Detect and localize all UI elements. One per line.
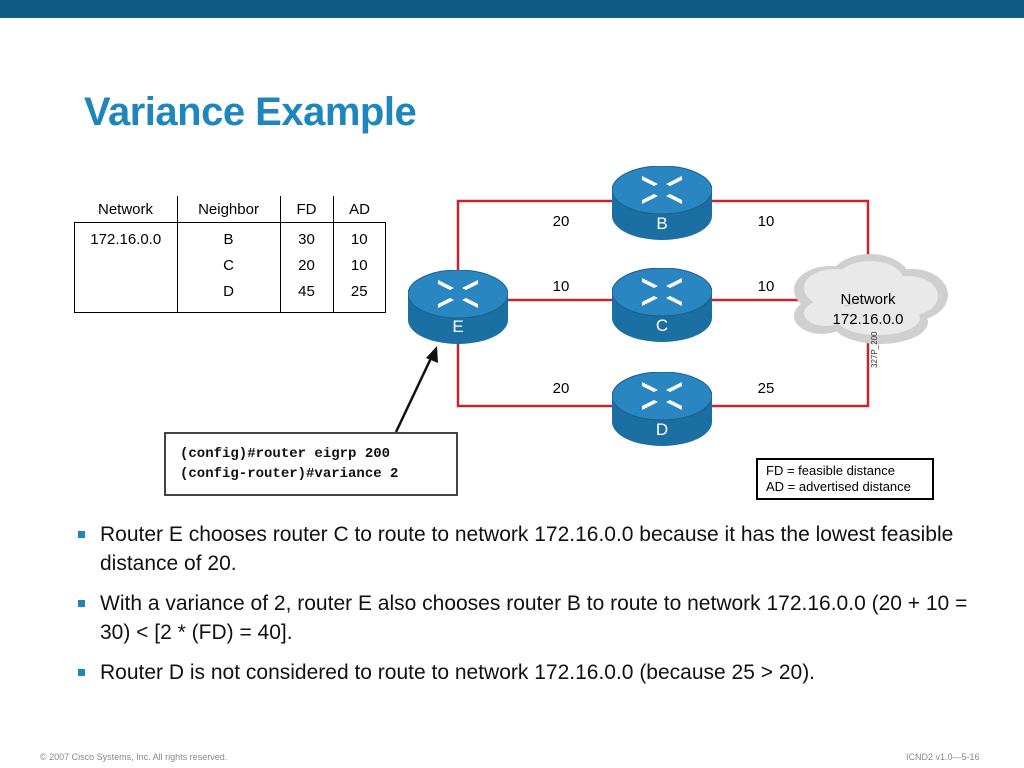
neighbor-b: B [223, 231, 234, 248]
config-line-1: (config)#router eigrp 200 [180, 446, 391, 462]
metric-d-net: 25 [758, 380, 775, 397]
bullet-3: Router D is not considered to route to n… [76, 658, 996, 687]
config-line-2: (config-router)#variance 2 [180, 466, 399, 482]
cell-fd: 30 20 45 [279, 222, 333, 313]
metric-e-d: 20 [553, 380, 570, 397]
router-c-label: C [656, 316, 668, 335]
cell-ad: 10 10 25 [332, 222, 386, 313]
header-fd: FD [279, 196, 333, 223]
fd-c: 20 [298, 257, 315, 274]
header-network: Network [97, 200, 153, 218]
header-ad: AD [332, 196, 386, 223]
fd-d: 45 [298, 283, 315, 300]
network-diagram: Network 172.16.0.0 E B C D 20 10 20 10 1… [394, 166, 948, 447]
neighbor-c: C [223, 257, 234, 274]
copyright: © 2007 Cisco Systems, Inc. All rights re… [40, 752, 228, 762]
bullet-1: Router E chooses router C to route to ne… [76, 520, 996, 578]
config-arrow [394, 346, 438, 433]
router-b-label: B [656, 214, 667, 233]
figure-code: 327P_200 [870, 331, 879, 368]
fd-b: 30 [298, 231, 315, 248]
network-cloud: Network 172.16.0.0 [794, 254, 948, 344]
metric-e-b: 20 [553, 213, 570, 230]
router-c-icon: C [612, 268, 712, 343]
slide-title: Variance Example [84, 90, 417, 134]
table-row: 172.16.0.0 B C D 30 20 45 10 10 25 [74, 222, 386, 313]
legend-ad: AD = advertised distance [766, 479, 911, 494]
slide-number: ICND2 v1.0—5-16 [906, 752, 980, 762]
legend: FD = feasible distance AD = advertised d… [756, 458, 934, 500]
metric-c-net: 10 [758, 278, 775, 295]
router-b-icon: B [612, 166, 712, 241]
router-e-label: E [452, 317, 463, 336]
legend-fd: FD = feasible distance [766, 463, 895, 478]
config-box: (config)#router eigrp 200 (config-router… [164, 432, 458, 496]
cell-neighbors: B C D [176, 222, 280, 313]
cell-network: 172.16.0.0 [74, 222, 177, 313]
cloud-label-1: Network [840, 291, 896, 308]
bullet-list: Router E chooses router C to route to ne… [76, 520, 996, 698]
routing-table: Network Neighbor FD AD 172.16.0.0 B C D … [74, 196, 386, 313]
cloud-label-2: 172.16.0.0 [833, 311, 904, 328]
header-neighbor: Neighbor [176, 196, 280, 223]
bullet-2: With a variance of 2, router E also choo… [76, 589, 996, 647]
router-d-icon: D [612, 372, 712, 447]
metric-e-c: 10 [553, 278, 570, 295]
router-d-label: D [656, 420, 668, 439]
top-bar [0, 0, 1024, 18]
ad-b: 10 [350, 231, 368, 248]
neighbor-d: D [223, 283, 234, 300]
metric-b-net: 10 [758, 213, 775, 230]
ad-c: 10 [350, 257, 368, 274]
router-e-icon: E [408, 270, 508, 345]
ad-d: 25 [350, 283, 368, 300]
